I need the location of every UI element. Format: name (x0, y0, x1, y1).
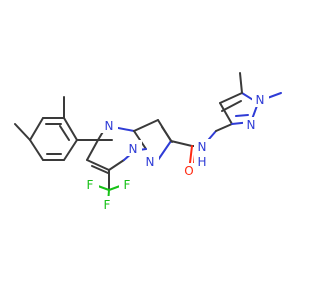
atom-labels: N N N N H O N N F F F (82, 91, 269, 212)
bond (97, 185, 110, 191)
atom-f: F (124, 178, 131, 192)
bond (189, 145, 193, 164)
bond (235, 114, 249, 117)
atom-n-pyrimidine: N (105, 119, 114, 133)
bond (219, 102, 233, 125)
bond (108, 185, 121, 191)
bond (219, 92, 243, 104)
molecule-structure-diagram: N N N N H O N N F F F (14, 72, 282, 212)
bond (215, 123, 233, 132)
bond (59, 125, 70, 141)
atom-n-bridgehead: N (129, 142, 138, 156)
bond (86, 139, 99, 161)
bond (157, 140, 172, 161)
bond (29, 139, 44, 161)
bond (63, 139, 78, 161)
bond (161, 126, 173, 143)
bond (239, 72, 243, 94)
bond (63, 117, 78, 141)
atom-n-pyrazole: N (146, 155, 155, 169)
atom-n-imine-pyrazole: N (247, 118, 256, 132)
atom-n-amide: N (198, 140, 207, 154)
atom-h-amide: H (197, 155, 206, 169)
bond (29, 117, 44, 141)
atom-f: F (104, 198, 111, 212)
bond (221, 100, 242, 112)
bond (86, 159, 110, 171)
bond (14, 123, 31, 141)
bond (91, 165, 109, 174)
atom-o-carbonyl: O (184, 164, 193, 178)
bond (170, 140, 193, 147)
atom-n-methyl-pyrazole: N (256, 93, 265, 107)
bond (108, 159, 125, 171)
atom-f: F (87, 178, 94, 192)
bond (133, 119, 159, 132)
bonds (14, 72, 282, 205)
